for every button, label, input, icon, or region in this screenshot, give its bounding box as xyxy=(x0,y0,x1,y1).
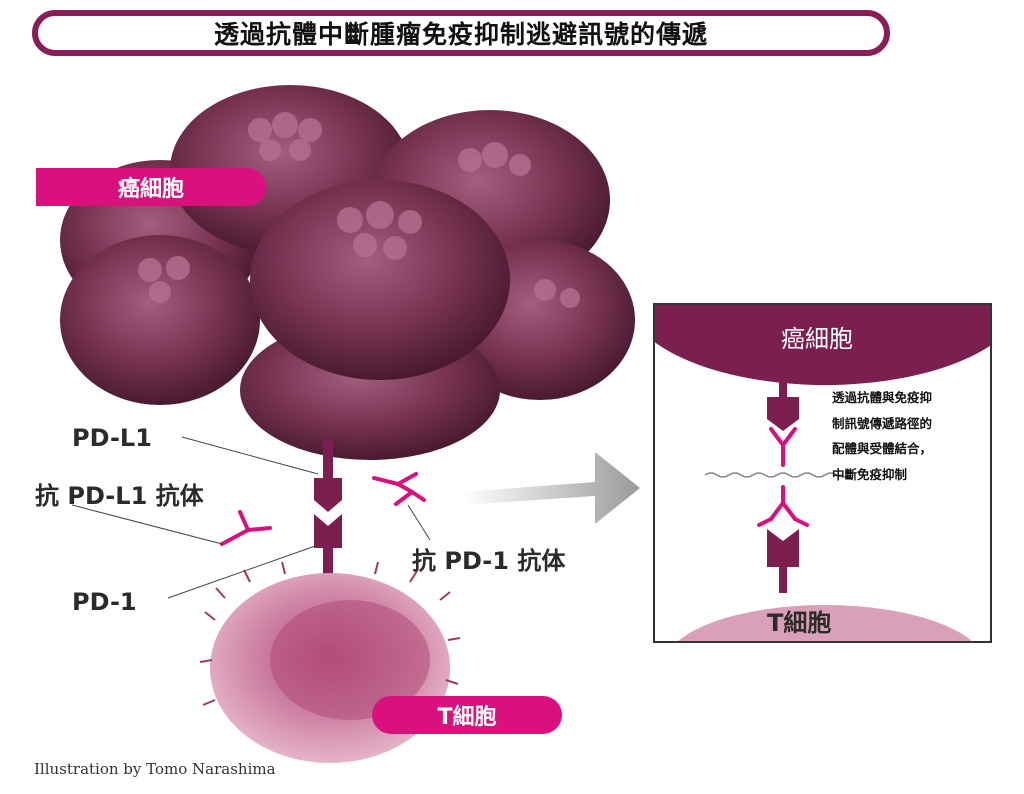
title-banner: 透過抗體中斷腫瘤免疫抑制逃避訊號的傳遞 xyxy=(32,10,890,56)
diagram-title: 透過抗體中斷腫瘤免疫抑制逃避訊號的傳遞 xyxy=(213,20,708,49)
inset-note: 透過抗體與免疫抑 制訊號傳遞路徑的 配體與受體結合， 中斷免疫抑制 xyxy=(832,385,982,487)
illustration-credit: Illustration by Tomo Narashima xyxy=(34,760,276,778)
anti-pd-1-label: 抗 PD-1 抗体 xyxy=(412,547,566,575)
cancer-cell-label: 癌細胞 xyxy=(36,168,266,206)
t-cell-text: T細胞 xyxy=(437,705,497,730)
pd-1-label: PD-1 xyxy=(72,588,137,616)
inset-t-cell-label: T細胞 xyxy=(767,609,832,637)
leader-lines xyxy=(71,436,431,599)
pd-l1-label: PD-L1 xyxy=(72,424,152,452)
anti-pd-1-antibody xyxy=(372,472,426,506)
anti-pd-l1-label: 抗 PD-L1 抗体 xyxy=(35,482,204,510)
inset-note-line: 配體與受體結合， xyxy=(832,441,933,456)
arrow-to-inset xyxy=(462,452,640,524)
inset-panel: 癌細胞 T細胞 xyxy=(653,303,992,643)
inset-illustration xyxy=(655,305,990,641)
cancer-cell-text: 癌細胞 xyxy=(117,177,184,202)
pd-l1-pd-1-complex xyxy=(314,440,342,578)
inset-note-line: 中斷免疫抑制 xyxy=(832,466,908,482)
t-cell-label: T細胞 xyxy=(372,696,562,734)
inset-note-line: 制訊號傳遞路徑的 xyxy=(832,415,933,431)
cancer-cell-cluster xyxy=(60,85,635,460)
inset-cancer-cell-label: 癌細胞 xyxy=(781,325,853,353)
inset-note-line: 透過抗體與免疫抑 xyxy=(832,390,933,405)
anti-pd-l1-antibody xyxy=(220,510,272,546)
